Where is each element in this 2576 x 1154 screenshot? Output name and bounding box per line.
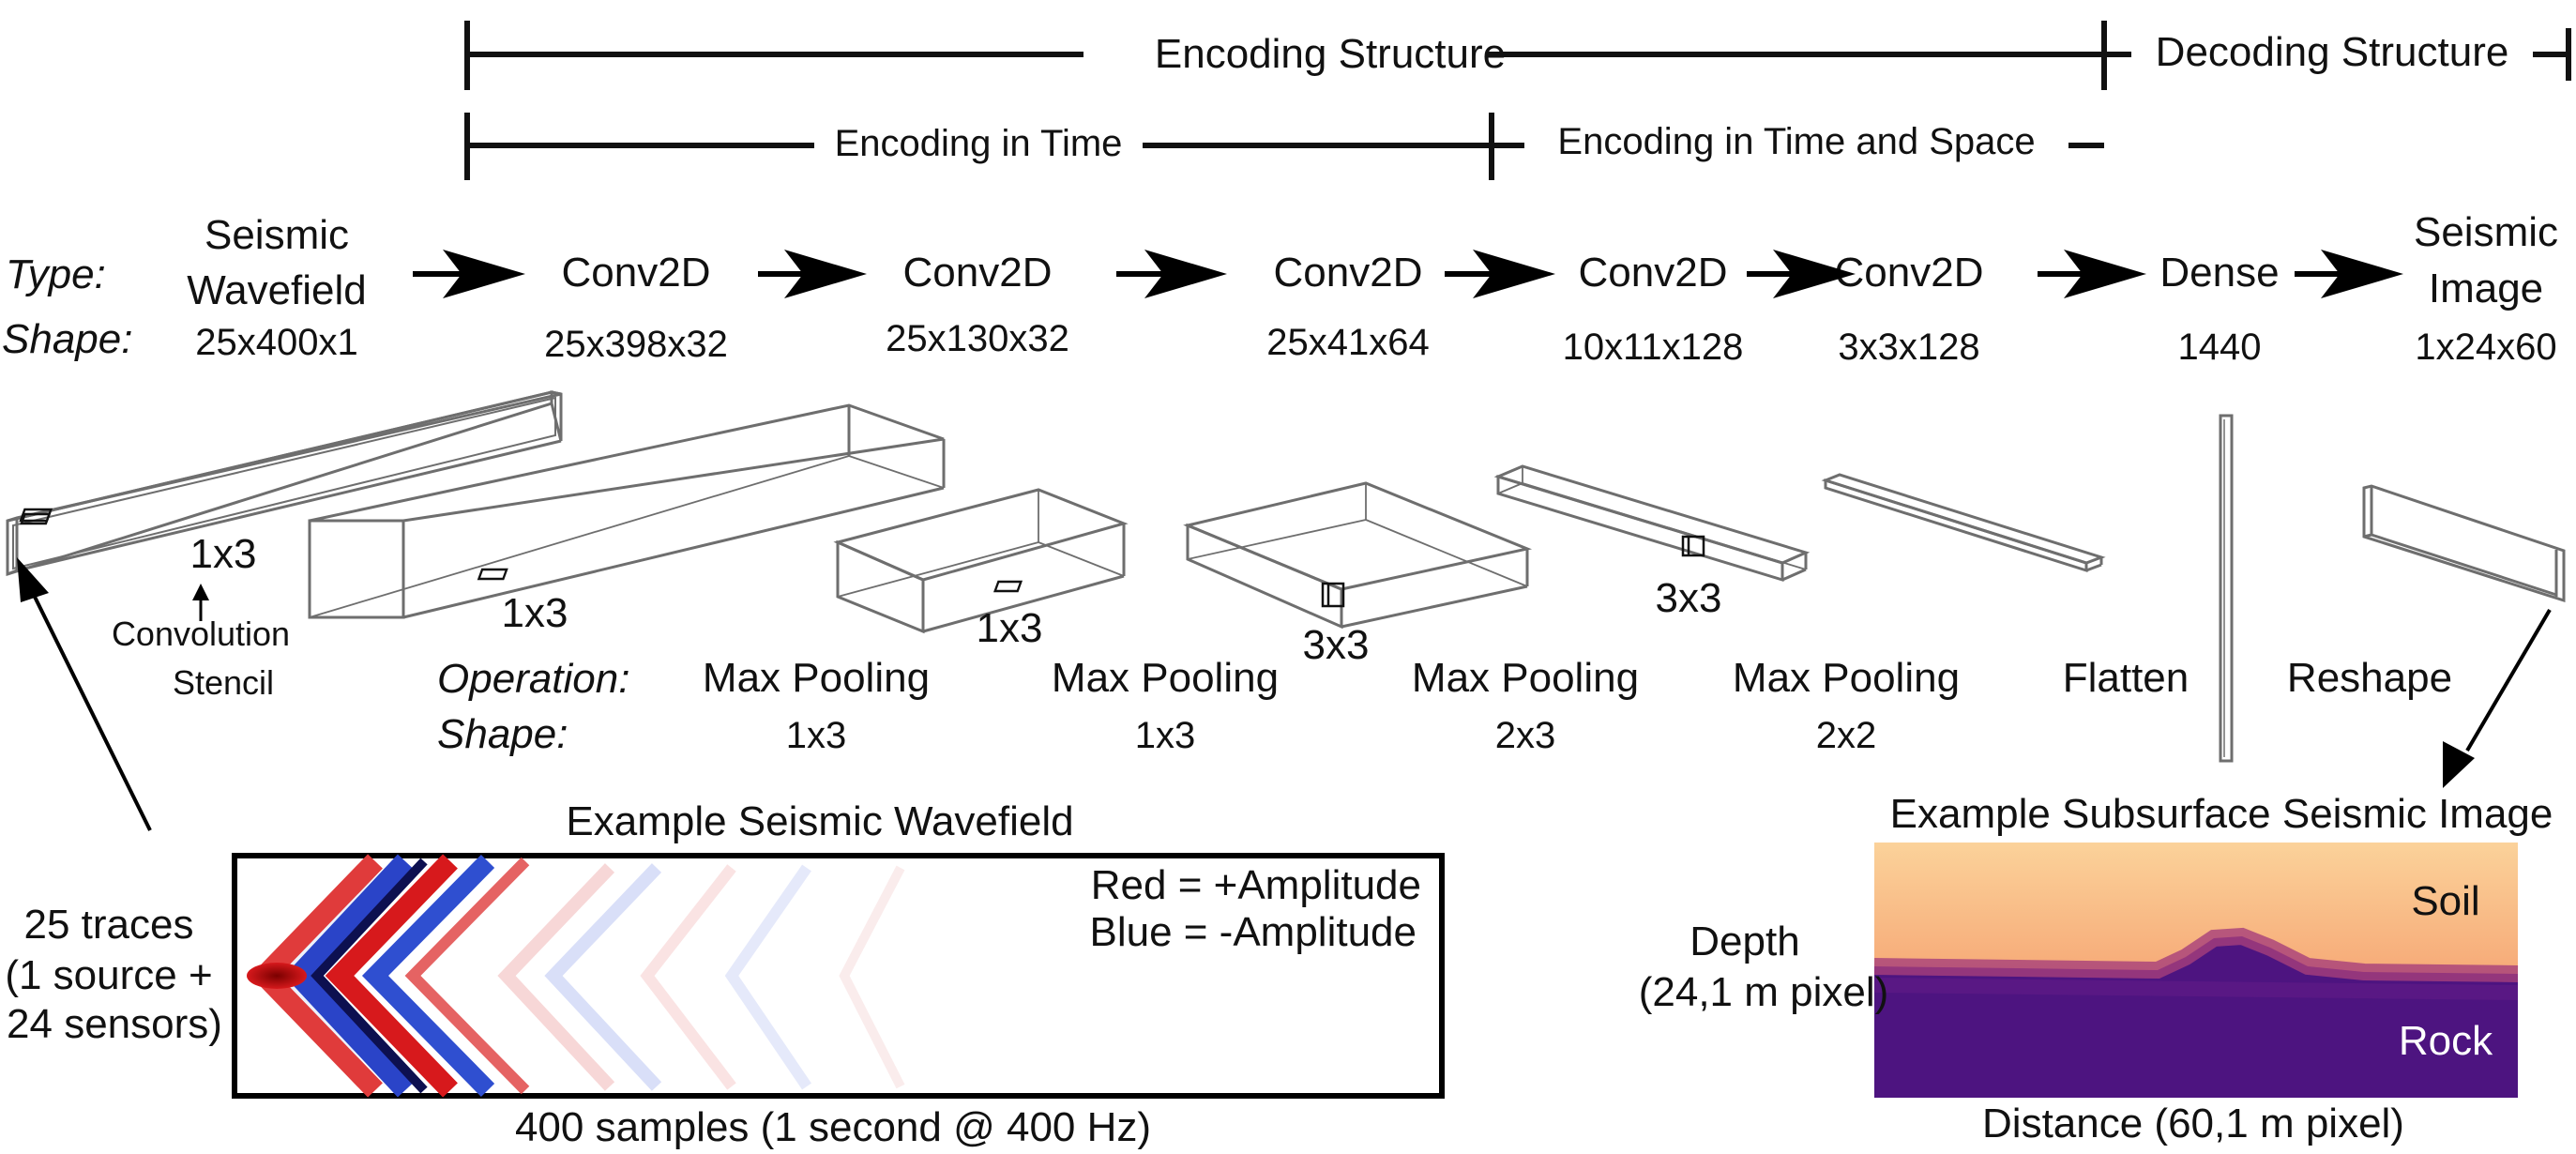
wavefield-image [232, 853, 1445, 1099]
layer-shape: 25x400x1 [195, 322, 357, 363]
layer-conv5: Conv2D 3x3x128 [1835, 250, 1984, 368]
operation-name: Max Pooling [1733, 655, 1960, 701]
encoding-time-bracket: Encoding in Time [464, 113, 1494, 180]
layer-shape: 25x41x64 [1266, 322, 1429, 363]
op-shape-row-label: Shape: [437, 711, 568, 757]
layer-conv2: Conv2D 25x130x32 [886, 250, 1069, 359]
layer-type: Conv2D [562, 250, 711, 296]
tensor-conv2 [833, 488, 1129, 634]
layer-output: Seismic Image 1x24x60 [2414, 209, 2558, 368]
layer-type-line2: Image [2429, 266, 2543, 311]
operation-shape: 1x3 [786, 715, 847, 756]
operation-name: Max Pooling [1052, 655, 1279, 701]
traces-label-line1: 25 traces [24, 902, 194, 948]
stencil-conv1 [477, 568, 508, 581]
encoding-structure-label: Encoding Structure [1155, 31, 1506, 77]
tensor-dense [2219, 414, 2234, 763]
subsurface-xlabel: Distance (60,1 m pixel) [1982, 1101, 2404, 1146]
operation-row-label: Operation: [437, 656, 629, 702]
operation-name: Max Pooling [703, 655, 930, 701]
stencil-label: 1x3 [502, 590, 568, 636]
output-pointer-arrow [2443, 608, 2552, 788]
layer-input: Seismic Wavefield 25x400x1 [187, 212, 367, 363]
traces-label-line3: 24 sensors) [7, 1001, 222, 1047]
encoding-time-label: Encoding in Time [835, 123, 1123, 164]
stencil-conv3 [1321, 582, 1345, 608]
operation-name: Max Pooling [1412, 655, 1639, 701]
tensor-conv5 [1821, 473, 2106, 573]
layer-shape: 3x3x128 [1838, 326, 1979, 368]
layer-type: Conv2D [1579, 250, 1728, 296]
stencil-label: 1x3 [190, 531, 257, 577]
wavefield-pattern [250, 854, 905, 1098]
wavefield-title: Example Seismic Wavefield [566, 798, 1073, 844]
layer-shape: 10x11x128 [1563, 326, 1744, 368]
stencil-label: 3x3 [1656, 575, 1722, 621]
stencil-pointer-arrow [192, 584, 209, 621]
legend-red: Red = +Amplitude [1091, 862, 1421, 908]
flow-arrow [413, 250, 525, 298]
tensor-conv3 [1183, 481, 1533, 630]
operation-shape: 2x2 [1816, 715, 1877, 756]
flow-arrow [2038, 250, 2146, 298]
tensor-conv1 [308, 403, 946, 619]
layer-dense: Dense 1440 [2159, 250, 2279, 368]
convolution-stencil-line1: Convolution [112, 615, 290, 653]
wavefield-xlabel: 400 samples (1 second @ 400 Hz) [515, 1104, 1151, 1150]
encoding-time-space-bracket: Encoding in Time and Space [1492, 121, 2104, 162]
flow-arrows [413, 250, 2403, 298]
tensor-conv4 [1493, 464, 1811, 583]
decoding-structure-bracket: Decoding Structure [2104, 28, 2571, 81]
layer-type-line1: Seismic [205, 212, 349, 258]
type-row-label: Type: [6, 251, 106, 297]
stencil-label: 3x3 [1303, 622, 1370, 668]
layer-shape: 1x24x60 [2415, 326, 2556, 368]
stencil-input [19, 508, 53, 525]
layer-shape: 1440 [2178, 326, 2262, 368]
flow-arrow [1445, 250, 1555, 298]
flow-arrow [1116, 250, 1227, 298]
operation-shape: 1x3 [1135, 715, 1196, 756]
rock-label: Rock [2399, 1018, 2493, 1064]
subsurface-image [1873, 843, 2519, 1098]
legend-blue: Blue = -Amplitude [1089, 909, 1417, 955]
layer-type: Conv2D [903, 250, 1053, 296]
layer-type-line1: Seismic [2414, 209, 2558, 255]
source-spot [247, 963, 307, 989]
tensor-output [2362, 484, 2566, 603]
operation-shape: 2x3 [1495, 715, 1556, 756]
convolution-stencil-line2: Stencil [173, 663, 274, 702]
layer-conv1: Conv2D 25x398x32 [544, 250, 728, 365]
encoding-structure-bracket: Encoding Structure [464, 21, 2107, 90]
stencil-conv4 [1681, 535, 1705, 557]
soil-label: Soil [2411, 878, 2479, 924]
tensor-input [6, 390, 563, 577]
stencil-label: 1x3 [977, 605, 1043, 651]
operation-name: Flatten [2063, 655, 2190, 701]
flow-arrow [2295, 250, 2403, 298]
layer-shape: 25x398x32 [544, 324, 728, 365]
layer-type: Conv2D [1835, 250, 1984, 296]
layer-type-line2: Wavefield [187, 267, 367, 313]
layer-type: Conv2D [1274, 250, 1423, 296]
subsurface-title: Example Subsurface Seismic Image [1890, 791, 2553, 837]
layer-type: Dense [2159, 250, 2279, 296]
flow-arrow [758, 250, 867, 298]
layer-conv3: Conv2D 25x41x64 [1266, 250, 1429, 363]
shape-row-label: Shape: [2, 316, 132, 362]
depth-label-line2: (24,1 m pixel) [1639, 969, 1889, 1015]
operation-name: Reshape [2287, 655, 2452, 701]
layer-shape: 25x130x32 [886, 318, 1069, 359]
traces-label-line2: (1 source + [5, 952, 212, 998]
depth-label-line1: Depth [1690, 919, 1799, 964]
decoding-structure-label: Decoding Structure [2156, 29, 2509, 75]
encoding-time-space-label: Encoding in Time and Space [1557, 121, 2035, 162]
flow-arrow [1747, 250, 1856, 298]
stencil-conv2 [993, 580, 1023, 593]
input-pointer-arrow [17, 557, 152, 831]
layer-conv4: Conv2D 10x11x128 [1563, 250, 1744, 368]
